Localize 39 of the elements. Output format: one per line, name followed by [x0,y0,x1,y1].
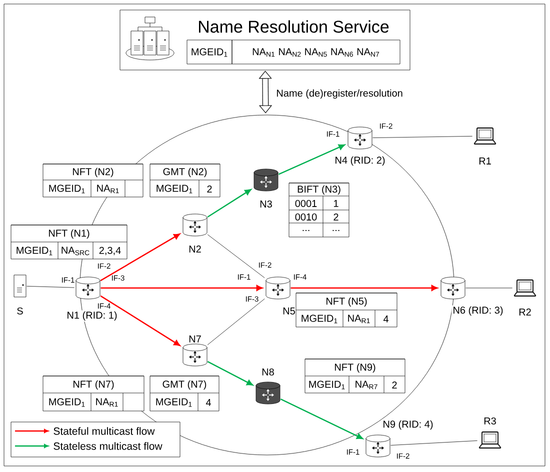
node-label: N5 [282,306,296,316]
service-box: Name Resolution Service MGEID$_{1}$ NA$_{N1}$ NA$_{N2}$ NA$_{N5}$ NA$_{N6}$ NA$_{N7}$ [120,10,410,70]
table: NFT (N7) MGEID$_{1}$ NA$_{R1}$ [42,376,144,412]
link-line [390,440,478,446]
node-label: N2 [188,244,202,254]
table: BIFT (N3) 0001 1 0010 2 ... ... [288,182,350,238]
legend-label: Stateless multicast flow [54,442,162,450]
node-label: R1 [478,156,492,166]
link-line [207,234,265,278]
link-line [207,298,265,346]
arrow [280,398,363,440]
node-label: N8 [260,367,276,377]
table: NFT (N5) MGEID$_{1}$ NA$_{R1}$ 4 [296,292,398,328]
link-line [26,286,74,288]
node-label: N4 (RID: 2) [334,155,386,167]
node-label: R2 [518,308,532,316]
node-label: N9 (RID: 4) [382,419,434,431]
legend-label: Stateful multicast flow [54,427,155,435]
arrow [100,285,263,291]
arrow [100,233,180,282]
table: GMT (N7) MGEID$_{1}$ 4 [150,376,220,412]
node-label: S [16,306,24,316]
arrow [258,70,272,114]
table: NFT (N1) MGEID$_{1}$ NA$_{SRC}$ 2,3,4 [10,224,128,260]
table: NFT (N2) MGEID$_{1}$ NA$_{R1}$ [42,164,144,198]
node-label: N3 [258,199,274,209]
arrow [278,144,345,175]
arrow [100,295,180,346]
table: GMT (N2) MGEID$_{1}$ 2 [150,164,220,198]
node-label: R3 [482,416,498,426]
node-label: N1 (RID: 1) [66,310,118,322]
arrow [290,285,438,291]
node-label: N7 [188,334,202,344]
node-label: N6 (RID: 3) [452,305,504,317]
edge-label: Name (de)register/resolution [275,88,404,100]
arrow [207,361,254,386]
table: NFT (N9) MGEID$_{1}$ NA$_{R7}$ 2 [304,358,406,394]
link-line [372,136,472,138]
arrow [207,189,252,218]
